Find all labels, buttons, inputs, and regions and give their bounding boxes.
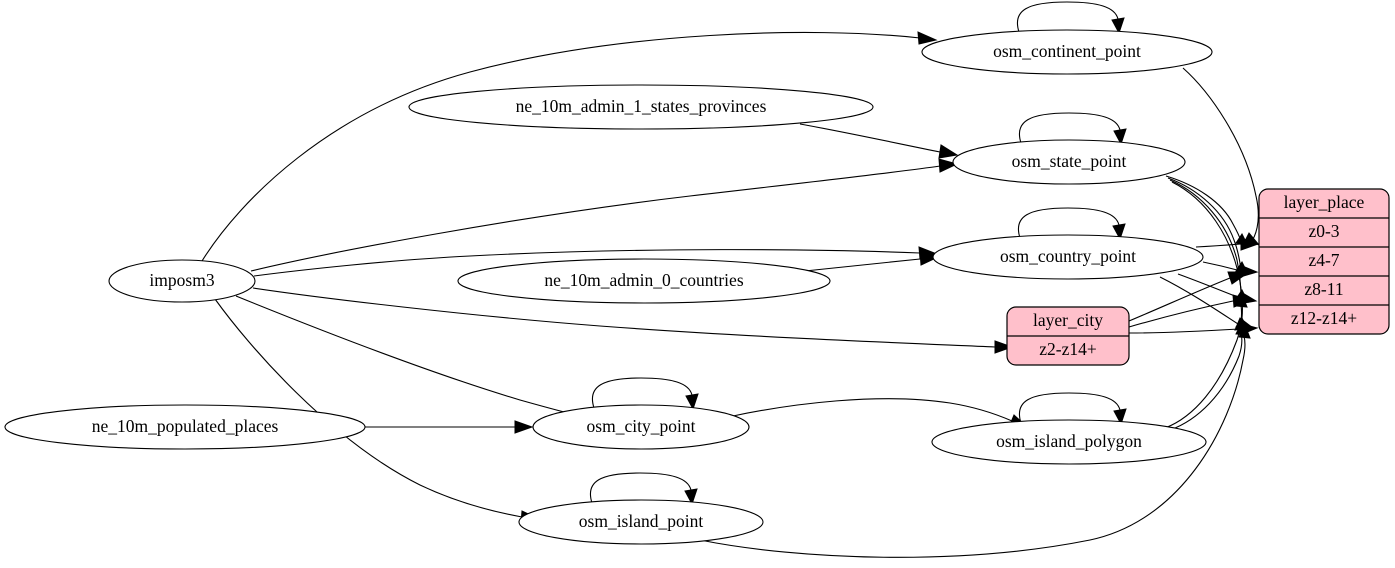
node-osm_island_point-label: osm_island_point	[579, 511, 704, 531]
edge-osm_city_point-self-loop	[591, 377, 699, 411]
node-ne_10m_admin_1_states_provinces[interactable]: ne_10m_admin_1_states_provinces	[408, 84, 874, 130]
record-node-layer: layer_city z2-z14+ layer_place z0-3 z4-7…	[1006, 188, 1390, 366]
node-ne_10m_admin_1_states_provinces-label: ne_10m_admin_1_states_provinces	[516, 96, 767, 116]
edge-osm_island_point-self-loop	[589, 472, 698, 506]
edge-osm_island_polygon-self-loop	[1018, 392, 1127, 426]
record-layer_city-title: layer_city	[1033, 310, 1103, 330]
record-layer_city-row-z2-z14[interactable]: z2-z14+	[1039, 339, 1097, 359]
node-imposm3-label: imposm3	[149, 270, 214, 290]
edge-osm_continent_point-self-loop	[1016, 1, 1125, 35]
record-layer_place-row-z12-z14[interactable]: z12-z14+	[1291, 308, 1357, 328]
edge-osm_country_point-to-layer_place-z0-3	[1195, 237, 1260, 251]
edge-osm_island_point-to-layer_place-z12-z14	[699, 323, 1251, 558]
edge-layer	[201, 1, 1260, 558]
edge-osm_state_point-self-loop	[1018, 112, 1127, 146]
edge-osm_city_point-to-osm_island_polygon	[732, 398, 1029, 428]
record-layer_place-row-z4-7[interactable]: z4-7	[1308, 250, 1339, 270]
edge-osm_island_polygon-to-layer_place-z12-z14	[1169, 320, 1248, 431]
edge-ne_populated_places-to-osm_city_point	[365, 420, 534, 434]
node-osm_continent_point-label: osm_continent_point	[993, 41, 1141, 61]
record-node-layer_city[interactable]: layer_city z2-z14+	[1006, 306, 1130, 366]
node-osm_state_point-label: osm_state_point	[1012, 151, 1127, 171]
node-layer: imposm3 ne_10m_populated_places ne_10m_a…	[4, 29, 1213, 545]
edge-osm_state_point-to-layer_place-z8-11	[1169, 179, 1249, 303]
edge-osm_country_point-self-loop	[1017, 207, 1126, 241]
edge-imposm3-to-osm_state_point	[250, 158, 959, 272]
node-imposm3[interactable]: imposm3	[108, 259, 256, 303]
node-osm_city_point[interactable]: osm_city_point	[532, 404, 750, 450]
edge-imposm3-to-layer_city	[252, 287, 1014, 354]
edge-osm_state_point-to-layer_place-z0-3	[1165, 175, 1249, 247]
edge-layer_city-to-layer_place-z8-11	[1128, 294, 1253, 328]
node-ne_10m_admin_0_countries[interactable]: ne_10m_admin_0_countries	[457, 258, 831, 304]
record-layer_place-row-z8-11[interactable]: z8-11	[1304, 279, 1343, 299]
record-layer_place-title: layer_place	[1284, 192, 1365, 212]
node-osm_state_point[interactable]: osm_state_point	[952, 139, 1186, 185]
node-osm_city_point-label: osm_city_point	[587, 416, 696, 436]
edge-layer_city-to-layer_place-z4-7	[1128, 271, 1251, 322]
record-node-layer_place[interactable]: layer_place z0-3 z4-7 z8-11 z12-z14+	[1258, 188, 1390, 335]
node-ne_10m_populated_places[interactable]: ne_10m_populated_places	[4, 404, 366, 450]
node-osm_country_point-label: osm_country_point	[1000, 246, 1136, 266]
node-osm_island_polygon-label: osm_island_polygon	[996, 431, 1142, 451]
node-osm_continent_point[interactable]: osm_continent_point	[921, 29, 1213, 75]
record-layer_place-row-z0-3[interactable]: z0-3	[1308, 221, 1339, 241]
node-ne_10m_admin_0_countries-label: ne_10m_admin_0_countries	[544, 270, 743, 290]
edge-ne_admin_1-to-osm_state_point	[799, 123, 959, 159]
node-osm_island_polygon[interactable]: osm_island_polygon	[931, 419, 1207, 465]
edge-ne_admin_0-to-osm_country_point	[804, 251, 940, 272]
edge-imposm3-to-osm_continent_point	[201, 31, 938, 262]
node-osm_island_point[interactable]: osm_island_point	[518, 499, 764, 545]
node-osm_country_point[interactable]: osm_country_point	[932, 234, 1204, 280]
edge-osm_island_polygon-to-layer_place-z8-11	[1164, 292, 1248, 429]
node-ne_10m_populated_places-label: ne_10m_populated_places	[92, 416, 279, 436]
edge-osm_continent_point-to-layer_place-z0-3	[1182, 67, 1260, 246]
edge-imposm3-to-osm_city_point	[235, 295, 610, 426]
